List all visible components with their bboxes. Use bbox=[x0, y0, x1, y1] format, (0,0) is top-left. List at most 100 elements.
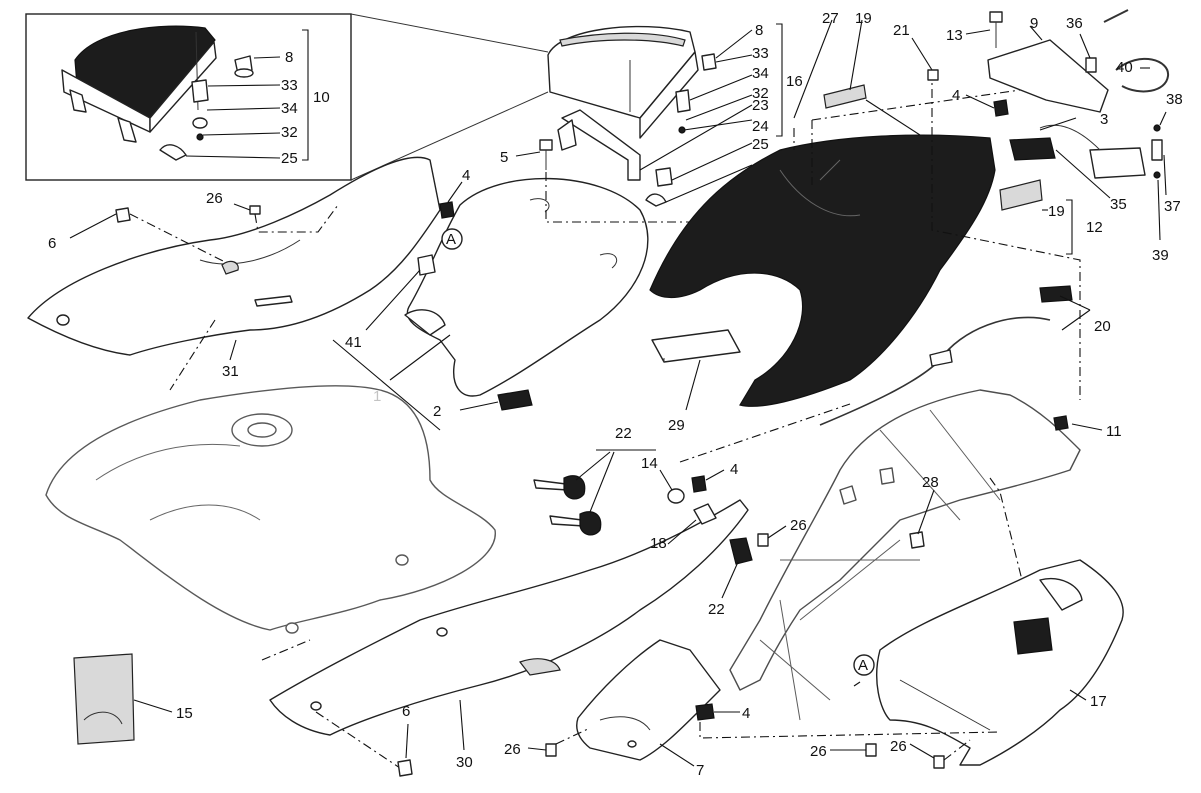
callout-9: 9 bbox=[1030, 15, 1038, 32]
bracket-9 bbox=[987, 39, 1109, 113]
tail-logo-decal-19 bbox=[823, 84, 867, 109]
callout-10: 10 bbox=[313, 89, 330, 106]
callout-32-inset: 32 bbox=[281, 124, 298, 141]
callout-8: 8 bbox=[755, 22, 763, 39]
callout-11: 11 bbox=[1106, 423, 1122, 440]
mudguard-7 bbox=[576, 639, 721, 761]
fuel-tank bbox=[45, 385, 496, 634]
callout-23: 23 bbox=[752, 97, 769, 114]
inset-hardware bbox=[159, 55, 254, 161]
callout-13: 13 bbox=[946, 27, 963, 44]
cable-40 bbox=[1103, 9, 1170, 93]
screw-26-bottom-right bbox=[933, 755, 945, 769]
callout-34-inset: 34 bbox=[281, 100, 298, 117]
callout-38: 38 bbox=[1166, 91, 1183, 108]
callout-26-bottom-left: 26 bbox=[504, 741, 521, 758]
callout-30: 30 bbox=[456, 754, 473, 771]
callout-26-top: 26 bbox=[206, 190, 223, 207]
lever-18 bbox=[693, 503, 717, 525]
clip-11 bbox=[1053, 415, 1069, 431]
screw-26-mid bbox=[757, 533, 769, 547]
callout-28: 28 bbox=[922, 474, 939, 491]
callout-19: 19 bbox=[1048, 203, 1065, 220]
ref-a-label-top: A bbox=[446, 231, 456, 248]
ref-a-marker-bottom: A bbox=[853, 654, 875, 676]
callout-6-top: 6 bbox=[48, 235, 56, 252]
callout-33-inset: 33 bbox=[281, 77, 298, 94]
callout-7: 7 bbox=[696, 762, 704, 779]
callout-22-bottom: 22 bbox=[708, 601, 725, 618]
bag-15 bbox=[73, 653, 135, 745]
seat-latch-41 bbox=[417, 254, 436, 276]
washer-14 bbox=[667, 488, 685, 504]
callout-12: 12 bbox=[1086, 219, 1103, 236]
tail-cowl bbox=[649, 134, 996, 407]
callout-40: 40 bbox=[1116, 59, 1133, 76]
tail-logo-decal-19b bbox=[999, 179, 1043, 211]
passenger-seat bbox=[547, 25, 699, 139]
callout-26-mid: 26 bbox=[790, 517, 807, 534]
side-panel-30 bbox=[269, 499, 749, 736]
bolt-6-bottom bbox=[397, 759, 413, 777]
callout-5: 5 bbox=[500, 149, 508, 166]
callout-26-bottom-mid: 26 bbox=[810, 743, 827, 760]
callout-4-mid: 4 bbox=[730, 461, 738, 478]
rider-seat bbox=[404, 177, 649, 397]
callout-27: 27 bbox=[822, 10, 839, 27]
callout-15: 15 bbox=[176, 705, 193, 722]
callout-3: 3 bbox=[1100, 111, 1108, 128]
clip-4-mid bbox=[691, 475, 707, 493]
bolt-13 bbox=[989, 11, 1003, 48]
clip-4-bottom bbox=[695, 703, 715, 721]
callout-4-bottom: 4 bbox=[742, 705, 750, 722]
callout-36: 36 bbox=[1066, 15, 1083, 32]
side-panel-31 bbox=[27, 156, 441, 356]
callout-35: 35 bbox=[1110, 196, 1127, 213]
bracket-28 bbox=[909, 531, 925, 549]
callout-20: 20 bbox=[1094, 318, 1111, 335]
callout-14: 14 bbox=[641, 455, 658, 472]
callout-32: 32 bbox=[752, 85, 769, 102]
callout-4-left: 4 bbox=[462, 167, 470, 184]
fuse-37 bbox=[1151, 124, 1163, 179]
lock-cylinder-22 bbox=[729, 537, 753, 565]
seat-hardware-right bbox=[645, 53, 717, 207]
callout-29: 29 bbox=[668, 417, 685, 434]
callout-22-top: 22 bbox=[615, 425, 632, 442]
callout-18: 18 bbox=[650, 535, 667, 552]
subframe bbox=[729, 389, 1081, 721]
seat-pad-2 bbox=[497, 389, 533, 411]
seat-bracket bbox=[557, 109, 641, 181]
callout-19-top: 19 bbox=[855, 10, 872, 27]
inset-seat-cover bbox=[61, 25, 217, 143]
callout-39: 39 bbox=[1152, 247, 1169, 264]
screw-26-bottom-mid bbox=[865, 743, 877, 757]
callout-4-top: 4 bbox=[952, 87, 960, 104]
manual-29 bbox=[651, 329, 741, 363]
clip-4-left bbox=[439, 201, 455, 219]
callout-6-bottom: 6 bbox=[402, 703, 410, 720]
screw-36 bbox=[1085, 57, 1097, 73]
callout-41: 41 bbox=[345, 334, 362, 351]
callout-26-bottom-right: 26 bbox=[890, 738, 907, 755]
bolt-6-top bbox=[115, 207, 131, 223]
screw-5 bbox=[539, 139, 553, 170]
callout-2: 2 bbox=[433, 403, 441, 420]
callout-33: 33 bbox=[752, 45, 769, 62]
callout-25-inset: 25 bbox=[281, 150, 298, 167]
relay-unit bbox=[1039, 124, 1146, 179]
ref-a-label-bottom: A bbox=[858, 657, 868, 674]
callout-37: 37 bbox=[1164, 198, 1181, 215]
callout-16: 16 bbox=[786, 73, 803, 90]
clip-4-top bbox=[993, 99, 1009, 117]
callout-8-inset: 8 bbox=[285, 49, 293, 66]
callout-25: 25 bbox=[752, 136, 769, 153]
lock-actuator-35 bbox=[1009, 137, 1056, 161]
screw-26-top bbox=[249, 205, 261, 215]
inset-detail-box: 8 33 34 32 25 10 bbox=[25, 13, 549, 181]
callout-17: 17 bbox=[1090, 693, 1107, 710]
callout-34: 34 bbox=[752, 65, 769, 82]
ref-a-marker-top: A bbox=[441, 228, 463, 250]
screw-26-bottom-left bbox=[545, 743, 557, 757]
